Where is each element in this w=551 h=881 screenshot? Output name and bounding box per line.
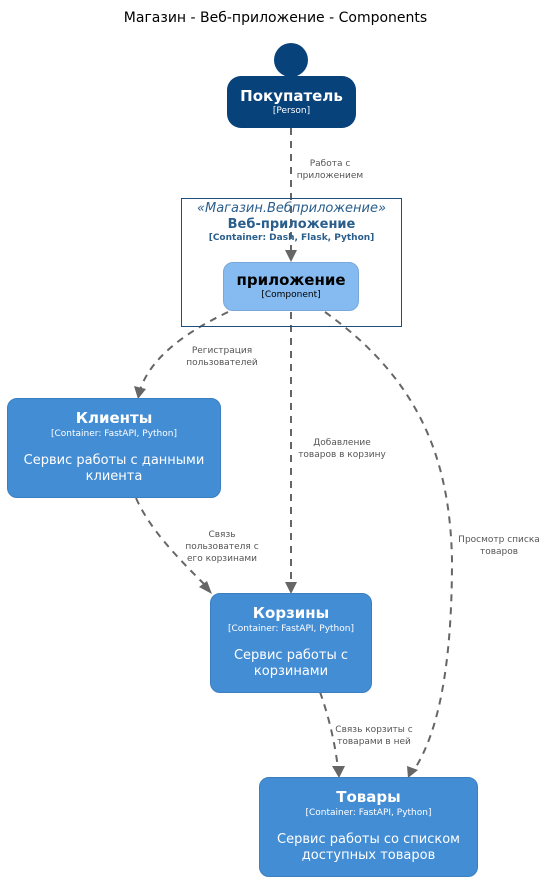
products-name: Товары [336, 788, 401, 806]
edge-carts-products [319, 691, 339, 769]
boundary-type: [Container: Dash, Flask, Python] [208, 233, 375, 243]
label-person-app: Работа с приложением [296, 159, 364, 181]
label-app-products: Просмотр списка товаров [458, 535, 540, 557]
diagram-title: Магазин - Веб-приложение - Components [123, 10, 428, 26]
container-carts[interactable]: Корзины [Container: FastAPI, Python] Сер… [210, 593, 372, 693]
products-type: [Container: FastAPI, Python] [305, 808, 432, 818]
arrowhead-carts-products [332, 766, 345, 778]
component-app[interactable]: приложение [Component] [223, 262, 359, 311]
person-name: Покупатель [240, 87, 343, 105]
arrowhead-app-carts [285, 582, 297, 594]
products-description: Сервис работы со списком доступных товар… [277, 832, 460, 863]
arrowhead-app-clients [134, 386, 146, 399]
person-node[interactable]: Покупатель [Person] [227, 76, 356, 128]
boundary-name: Веб-приложение [227, 217, 356, 232]
edge-app-products [324, 311, 454, 771]
clients-name: Клиенты [75, 409, 153, 427]
person-type: [Person] [272, 106, 311, 116]
edge-clients-carts [135, 497, 205, 585]
boundary-stereotype: «Магазин.Вебприложение» [196, 201, 387, 216]
clients-type: [Container: FastAPI, Python] [51, 429, 177, 439]
label-carts-products: Связь корзиты с товарами в ней [335, 725, 413, 747]
carts-type: [Container: FastAPI, Python] [228, 624, 354, 634]
label-app-clients: Регистрация пользователей [186, 346, 258, 368]
carts-description: Сервис работы с корзинами [233, 648, 349, 679]
edge-app-clients [139, 311, 229, 391]
person-head-icon [274, 43, 308, 77]
component-name: приложение [236, 271, 346, 289]
arrowhead-person-app [285, 250, 297, 262]
label-app-carts: Добавление товаров в корзину [298, 438, 386, 460]
clients-description: Сервис работы с данными клиента [23, 453, 205, 484]
component-type: [Component] [261, 290, 321, 300]
webapp-boundary: «Магазин.Вебприложение» Веб-приложение [… [181, 198, 402, 327]
container-products[interactable]: Товары [Container: FastAPI, Python] Серв… [259, 777, 478, 877]
carts-name: Корзины [252, 604, 330, 622]
container-clients[interactable]: Клиенты [Container: FastAPI, Python] Сер… [7, 398, 221, 498]
arrowhead-clients-carts [199, 581, 212, 594]
arrowhead-app-products [407, 766, 418, 778]
label-clients-carts: Связь пользователя с его корзинами [185, 530, 259, 564]
